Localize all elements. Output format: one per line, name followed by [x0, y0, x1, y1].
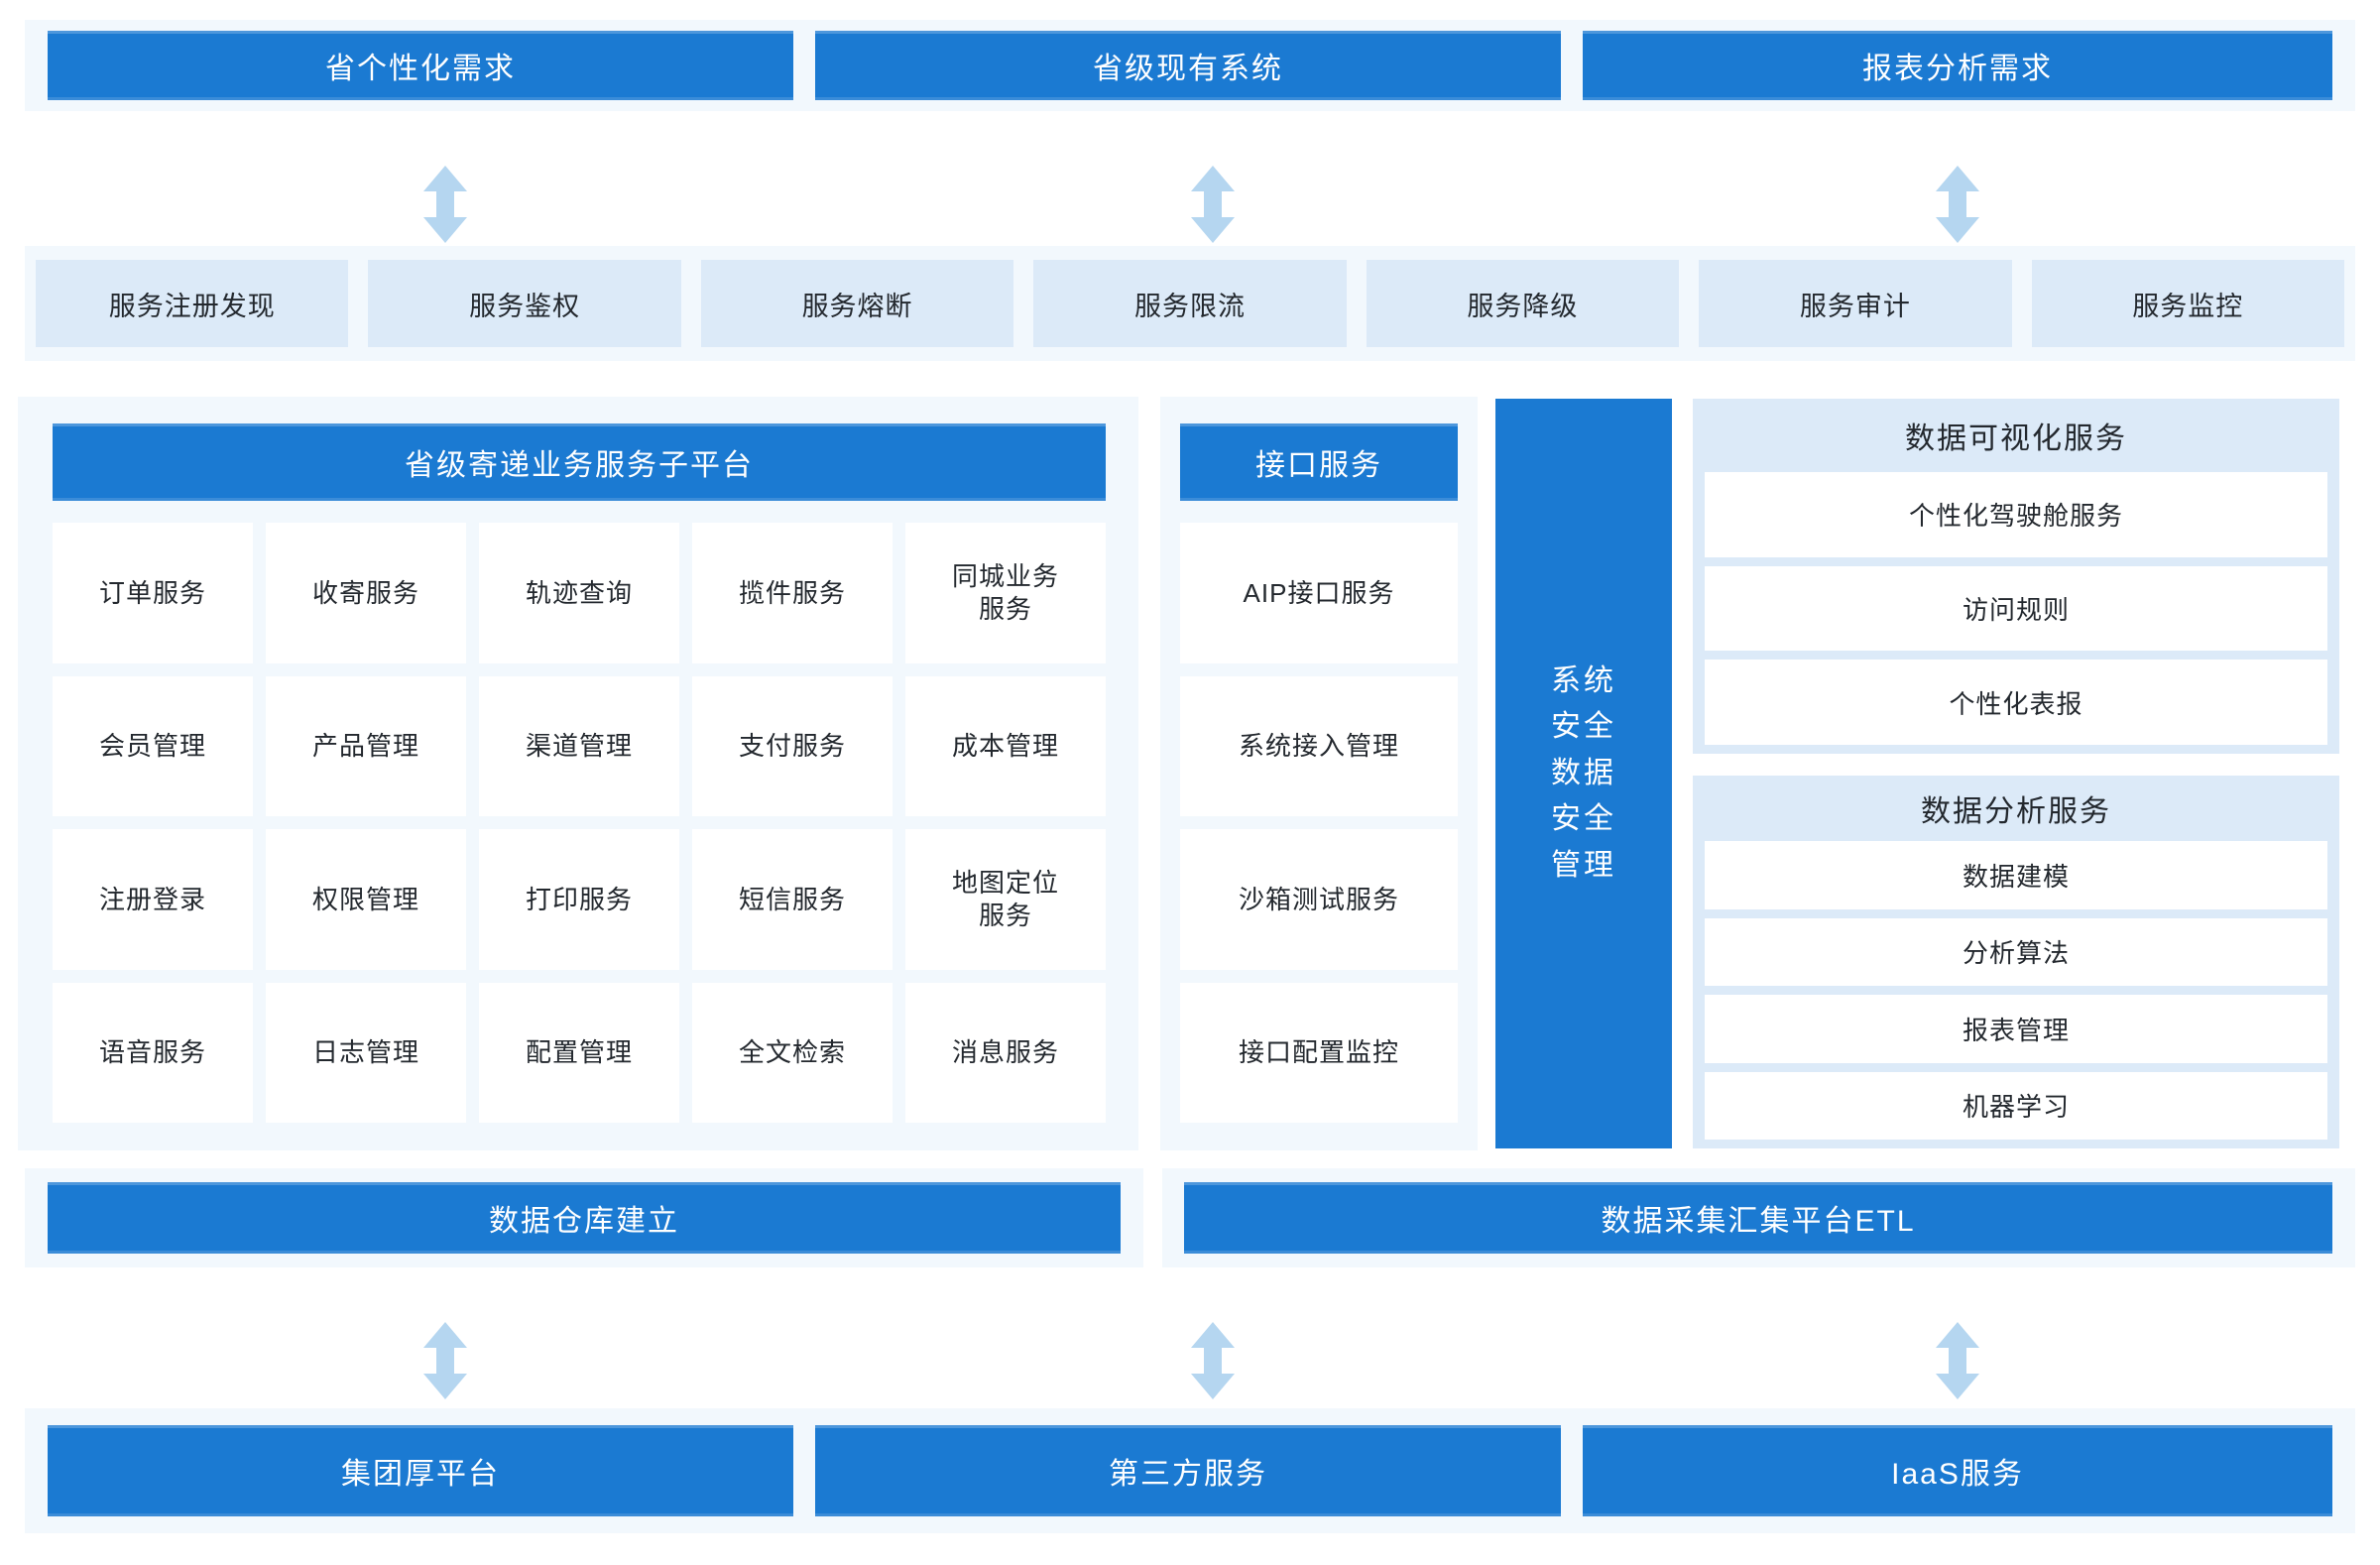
platform-cell-trace-query[interactable]: 轨迹查询 — [479, 523, 679, 663]
platform-cell-fulltext-search[interactable]: 全文检索 — [692, 982, 892, 1123]
bottom-box-third-party-service[interactable]: 第三方服务 — [815, 1425, 1561, 1516]
analysis-item-data-modeling[interactable]: 数据建模 — [1705, 841, 2327, 909]
viz-item-access-rules[interactable]: 访问规则 — [1705, 565, 2327, 652]
platform-cell-map-location-service[interactable]: 地图定位服务 — [905, 829, 1106, 970]
platform-panel-header: 省级寄递业务服务子平台 — [53, 423, 1106, 501]
platform-cell-message-service[interactable]: 消息服务 — [905, 982, 1106, 1123]
interface-item-sandbox-test-service[interactable]: 沙箱测试服务 — [1180, 829, 1458, 970]
data-warehouse-box[interactable]: 数据仓库建立 — [48, 1182, 1121, 1254]
platform-cell-product-management[interactable]: 产品管理 — [266, 675, 466, 816]
double-headed-vertical-arrow-icon — [1934, 1322, 1981, 1399]
platform-service-grid: 订单服务 收寄服务 轨迹查询 揽件服务 同城业务服务 会员管理 产品管理 渠道管… — [53, 523, 1106, 1123]
platform-cell-order-service[interactable]: 订单服务 — [53, 523, 253, 663]
chip-service-rate-limit[interactable]: 服务限流 — [1033, 260, 1347, 347]
analysis-item-analysis-algorithm[interactable]: 分析算法 — [1705, 917, 2327, 986]
security-line-2: 安全 — [1551, 710, 1616, 744]
chip-service-degradation[interactable]: 服务降级 — [1366, 260, 1680, 347]
province-express-platform-panel: 省级寄递业务服务子平台 订单服务 收寄服务 轨迹查询 揽件服务 同城业务服务 会… — [18, 397, 1138, 1150]
platform-cell-cost-management[interactable]: 成本管理 — [905, 675, 1106, 816]
analysis-item-machine-learning[interactable]: 机器学习 — [1705, 1071, 2327, 1140]
data-visualization-service-panel: 数据可视化服务 个性化驾驶舱服务 访问规则 个性化表报 — [1693, 399, 2339, 754]
platform-cell-register-login[interactable]: 注册登录 — [53, 829, 253, 970]
platform-cell-config-management[interactable]: 配置管理 — [479, 982, 679, 1123]
chip-service-audit[interactable]: 服务审计 — [1699, 260, 2012, 347]
platform-cell-pickup-mail-service[interactable]: 收寄服务 — [266, 523, 466, 663]
platform-cell-payment-service[interactable]: 支付服务 — [692, 675, 892, 816]
double-headed-vertical-arrow-icon — [421, 1322, 469, 1399]
platform-cell-permission-management[interactable]: 权限管理 — [266, 829, 466, 970]
platform-cell-collection-service[interactable]: 揽件服务 — [692, 523, 892, 663]
interface-service-panel: 接口服务 AIP接口服务 系统接入管理 沙箱测试服务 接口配置监控 — [1160, 397, 1478, 1150]
data-analysis-service-panel: 数据分析服务 数据建模 分析算法 报表管理 机器学习 — [1693, 776, 2339, 1148]
interface-service-list: AIP接口服务 系统接入管理 沙箱测试服务 接口配置监控 — [1180, 523, 1458, 1123]
security-line-5: 管理 — [1551, 848, 1616, 882]
data-visualization-title: 数据可视化服务 — [1905, 422, 2127, 455]
security-line-1: 系统 — [1551, 663, 1616, 697]
system-security-data-security-management-column[interactable]: 系统 安全 数据 安全 管理 — [1495, 399, 1672, 1148]
platform-cell-print-service[interactable]: 打印服务 — [479, 829, 679, 970]
platform-cell-channel-management[interactable]: 渠道管理 — [479, 675, 679, 816]
security-line-3: 数据 — [1551, 756, 1616, 789]
chip-service-auth[interactable]: 服务鉴权 — [368, 260, 681, 347]
interface-item-api-config-monitoring[interactable]: 接口配置监控 — [1180, 982, 1458, 1123]
bottom-box-iaas-service[interactable]: IaaS服务 — [1583, 1425, 2332, 1516]
platform-cell-sms-service[interactable]: 短信服务 — [692, 829, 892, 970]
platform-cell-voice-service[interactable]: 语音服务 — [53, 982, 253, 1123]
security-column-label: 系统 安全 数据 安全 管理 — [1551, 659, 1616, 890]
chip-service-registry-discovery[interactable]: 服务注册发现 — [36, 260, 349, 347]
top-box-province-custom-demand[interactable]: 省个性化需求 — [48, 31, 793, 100]
service-governance-chips: 服务注册发现 服务鉴权 服务熔断 服务限流 服务降级 服务审计 服务监控 — [36, 260, 2344, 347]
interface-item-system-access-management[interactable]: 系统接入管理 — [1180, 675, 1458, 816]
interface-item-aip-api-service[interactable]: AIP接口服务 — [1180, 523, 1458, 663]
double-headed-vertical-arrow-icon — [421, 166, 469, 243]
platform-cell-log-management[interactable]: 日志管理 — [266, 982, 466, 1123]
bottom-box-group-thick-platform[interactable]: 集团厚平台 — [48, 1425, 793, 1516]
platform-cell-intracity-business-service[interactable]: 同城业务服务 — [905, 523, 1106, 663]
viz-item-personalized-report[interactable]: 个性化表报 — [1705, 660, 2327, 746]
data-analysis-title: 数据分析服务 — [1921, 795, 2111, 828]
double-headed-vertical-arrow-icon — [1189, 166, 1237, 243]
double-headed-vertical-arrow-icon — [1189, 1322, 1237, 1399]
security-line-4: 安全 — [1551, 802, 1616, 836]
top-box-province-existing-system[interactable]: 省级现有系统 — [815, 31, 1561, 100]
top-box-report-analysis-demand[interactable]: 报表分析需求 — [1583, 31, 2332, 100]
viz-item-personalized-cockpit-service[interactable]: 个性化驾驶舱服务 — [1705, 472, 2327, 557]
platform-cell-member-management[interactable]: 会员管理 — [53, 675, 253, 816]
data-collection-etl-box[interactable]: 数据采集汇集平台ETL — [1184, 1182, 2332, 1254]
double-headed-vertical-arrow-icon — [1934, 166, 1981, 243]
interface-panel-header: 接口服务 — [1180, 423, 1458, 501]
chip-service-circuit-breaker[interactable]: 服务熔断 — [700, 260, 1014, 347]
analysis-item-report-management[interactable]: 报表管理 — [1705, 995, 2327, 1063]
chip-service-monitoring[interactable]: 服务监控 — [2031, 260, 2344, 347]
